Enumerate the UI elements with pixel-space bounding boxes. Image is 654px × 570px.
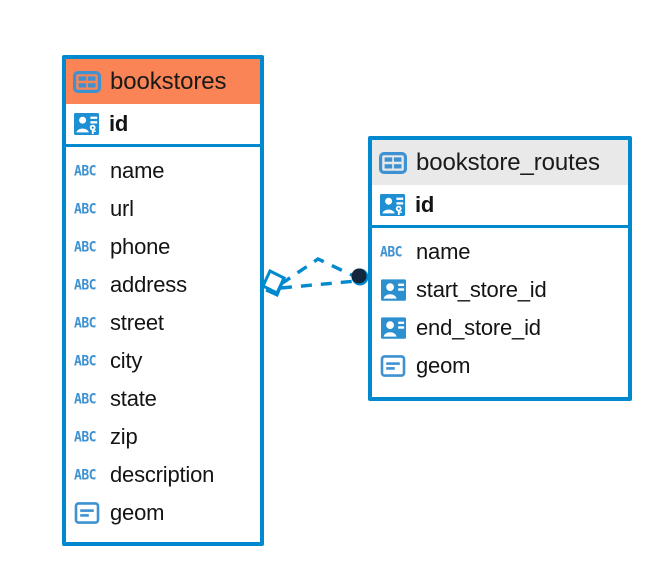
table-icon bbox=[73, 70, 101, 94]
field-label: geom bbox=[416, 353, 471, 378]
text-abc-icon: ABC bbox=[74, 162, 96, 180]
relationship-line-lower bbox=[280, 279, 357, 290]
field-label: street bbox=[110, 310, 164, 335]
relationship-line-upper bbox=[280, 257, 357, 286]
field-row-primary-key[interactable]: id bbox=[66, 104, 260, 147]
entity-header-bookstore-routes[interactable]: bookstore_routes bbox=[372, 140, 628, 185]
primary-key-icon bbox=[379, 191, 407, 219]
text-abc-icon: ABC bbox=[74, 276, 96, 294]
geometry-icon bbox=[74, 500, 102, 526]
field-label: name bbox=[110, 158, 165, 183]
text-abc-icon: ABC bbox=[74, 238, 96, 256]
entity-title: bookstores bbox=[110, 67, 227, 95]
field-label: id bbox=[109, 111, 129, 136]
field-row-geom[interactable]: geom bbox=[372, 347, 628, 385]
field-row-description[interactable]: ABC description bbox=[66, 456, 260, 494]
diamond-outline-icon bbox=[261, 268, 286, 298]
field-row-address[interactable]: ABC address bbox=[66, 266, 260, 304]
field-row-state[interactable]: ABC state bbox=[66, 380, 260, 418]
field-label: end_store_id bbox=[416, 315, 541, 340]
entity-header-bookstores[interactable]: bookstores bbox=[66, 59, 260, 104]
field-row-zip[interactable]: ABC zip bbox=[66, 418, 260, 456]
field-row-start-store-id[interactable]: start_store_id bbox=[372, 271, 628, 309]
field-list: ABC name ABC url ABC phone ABC address A… bbox=[66, 147, 260, 532]
field-label: zip bbox=[110, 424, 138, 449]
foreign-key-icon bbox=[380, 277, 408, 303]
primary-key-icon bbox=[73, 110, 101, 138]
field-row-city[interactable]: ABC city bbox=[66, 342, 260, 380]
field-label: geom bbox=[110, 500, 165, 525]
text-abc-icon: ABC bbox=[74, 428, 96, 446]
text-abc-icon: ABC bbox=[74, 390, 96, 408]
text-abc-icon: ABC bbox=[74, 466, 96, 484]
field-label: name bbox=[416, 239, 471, 264]
field-label: id bbox=[415, 192, 435, 217]
field-label: city bbox=[110, 348, 143, 373]
table-icon bbox=[379, 151, 407, 175]
field-label: description bbox=[110, 462, 215, 487]
filled-circle-icon bbox=[351, 268, 369, 286]
entity-table-bookstore-routes[interactable]: bookstore_routes id ABC bbox=[368, 136, 632, 401]
geometry-icon bbox=[380, 353, 408, 379]
text-abc-icon: ABC bbox=[74, 200, 96, 218]
field-row-end-store-id[interactable]: end_store_id bbox=[372, 309, 628, 347]
field-label: url bbox=[110, 196, 134, 221]
field-row-name[interactable]: ABC name bbox=[372, 233, 628, 271]
field-row-geom[interactable]: geom bbox=[66, 494, 260, 532]
field-label: phone bbox=[110, 234, 171, 259]
text-abc-icon: ABC bbox=[380, 243, 402, 261]
field-row-name[interactable]: ABC name bbox=[66, 152, 260, 190]
field-list: ABC name start_store_id bbox=[372, 228, 628, 385]
field-row-phone[interactable]: ABC phone bbox=[66, 228, 260, 266]
field-label: start_store_id bbox=[416, 277, 547, 302]
foreign-key-icon bbox=[380, 315, 408, 341]
field-row-primary-key[interactable]: id bbox=[372, 185, 628, 228]
field-row-url[interactable]: ABC url bbox=[66, 190, 260, 228]
entity-table-bookstores[interactable]: bookstores id ABC bbox=[62, 55, 264, 546]
entity-title: bookstore_routes bbox=[416, 148, 600, 176]
text-abc-icon: ABC bbox=[74, 314, 96, 332]
field-label: state bbox=[110, 386, 157, 411]
field-label: address bbox=[110, 272, 187, 297]
field-row-street[interactable]: ABC street bbox=[66, 304, 260, 342]
text-abc-icon: ABC bbox=[74, 352, 96, 370]
